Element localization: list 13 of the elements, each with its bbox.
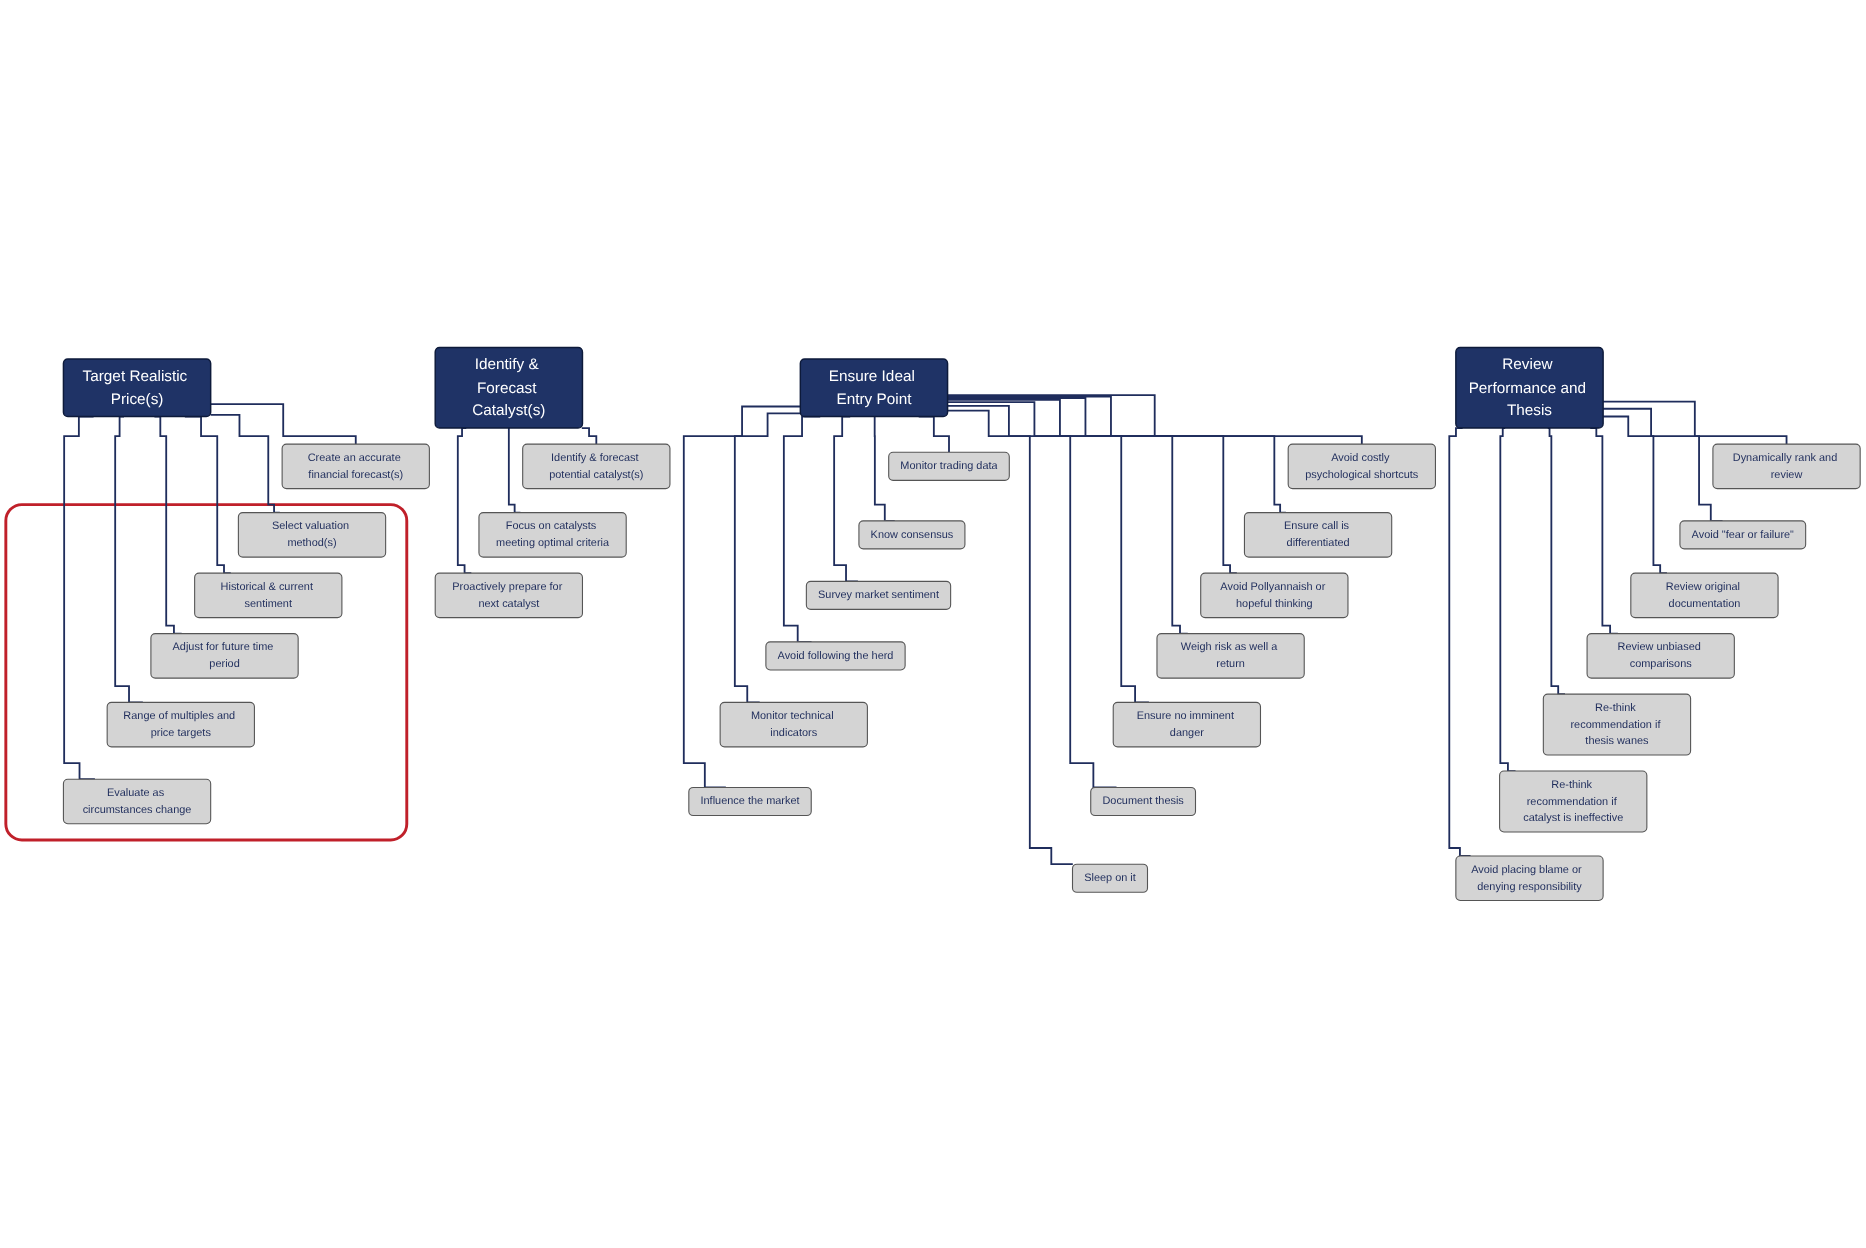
connector [209, 414, 281, 514]
connector [1546, 427, 1566, 696]
connector [1602, 400, 1788, 446]
cluster [4, 503, 409, 842]
connector [209, 403, 357, 446]
connector [946, 409, 1074, 866]
connector [946, 394, 1363, 446]
connector [1602, 415, 1668, 575]
connector [946, 395, 1287, 514]
connector [507, 427, 522, 514]
connector [580, 427, 598, 446]
connector [682, 405, 802, 789]
connector [733, 412, 802, 704]
